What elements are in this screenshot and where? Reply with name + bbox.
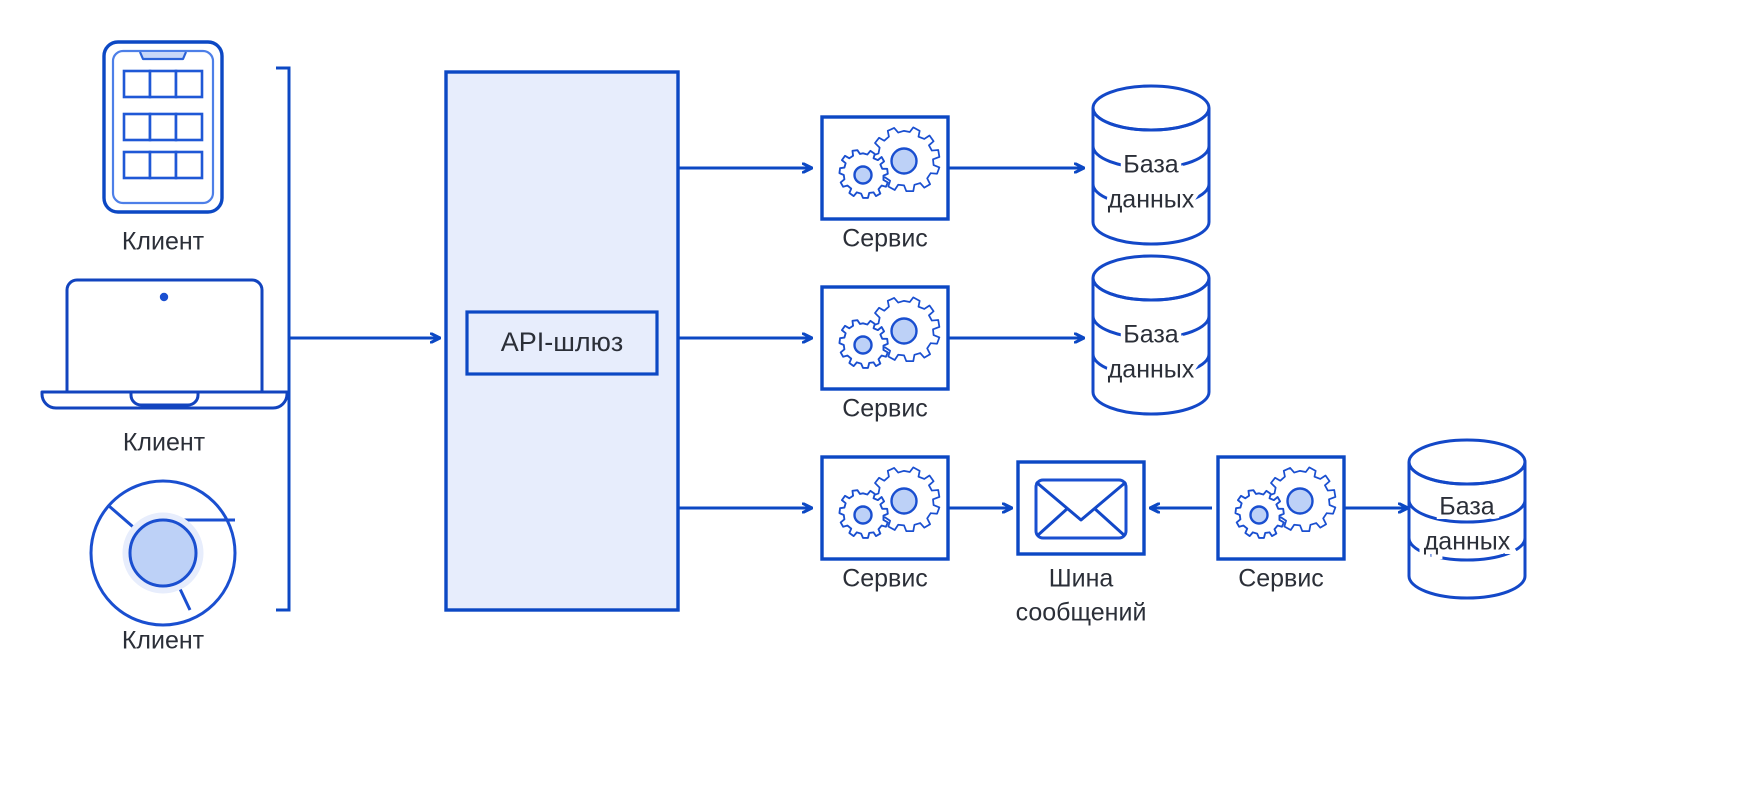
row-1-service[interactable]: Сервис: [822, 117, 948, 253]
client-browser-label: Клиент: [122, 627, 205, 655]
gears-icon: [1218, 457, 1344, 559]
mobile-phone-icon: [102, 40, 224, 214]
row-3-service-right-label: Сервис: [1238, 565, 1324, 593]
row-3-database-label-line1: База: [1439, 493, 1494, 521]
row-3-service-left-label: Сервис: [842, 565, 928, 593]
client-browser[interactable]: Клиент: [89, 479, 237, 655]
svg-text:данных: данных: [1424, 528, 1511, 556]
api-gateway[interactable]: API-шлюз: [444, 70, 680, 612]
envelope-icon: [1016, 460, 1146, 556]
gateway-label: API-шлюз: [501, 327, 624, 357]
row-1-service-label: Сервис: [842, 225, 928, 253]
row-1-database[interactable]: База База данных данных: [1091, 84, 1211, 246]
client-mobile-label: Клиент: [122, 228, 205, 256]
row-2-database-label-line1: База: [1123, 321, 1178, 349]
row-2-database-label-line2: данных: [1108, 356, 1195, 384]
client-mobile[interactable]: Клиент: [102, 40, 224, 256]
svg-text:База: База: [1439, 493, 1494, 521]
row-1-database-label-line2: данных: [1108, 186, 1195, 214]
row-2-database[interactable]: База База данных данных: [1091, 254, 1211, 416]
laptop-icon: [40, 278, 289, 410]
gears-icon: [822, 287, 948, 389]
svg-text:данных: данных: [1108, 186, 1195, 214]
row-3-database[interactable]: База База данных данных: [1407, 438, 1527, 600]
client-laptop[interactable]: Клиент: [40, 278, 289, 457]
gateway-inner-box: [465, 310, 659, 376]
browser-chrome-icon: [89, 479, 237, 627]
svg-text:База: База: [1123, 151, 1178, 179]
row-3-database-label-line2: данных: [1424, 528, 1511, 556]
message-bus-label-line2: сообщений: [1016, 599, 1147, 627]
message-bus-label-line1: Шина: [1049, 565, 1114, 593]
client-laptop-label: Клиент: [123, 429, 206, 457]
row-1-database-label-line1: База: [1123, 151, 1178, 179]
row-2-service[interactable]: Сервис: [822, 287, 948, 423]
client-bracket: [276, 66, 440, 612]
row-3-service-right[interactable]: Сервис: [1218, 457, 1344, 593]
svg-text:данных: данных: [1108, 356, 1195, 384]
row-3-service-left[interactable]: Сервис: [822, 457, 948, 593]
row-3-message-bus[interactable]: Шина сообщений: [1016, 460, 1147, 627]
gears-icon: [822, 117, 948, 219]
gears-icon: [822, 457, 948, 559]
row-2-service-label: Сервис: [842, 395, 928, 423]
svg-text:База: База: [1123, 321, 1178, 349]
